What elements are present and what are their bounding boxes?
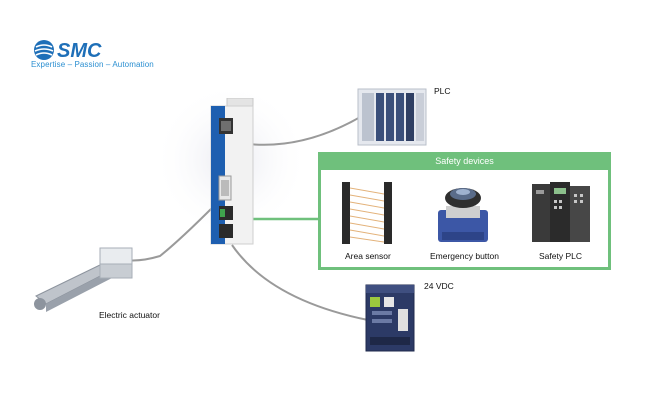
plc-device: [357, 88, 427, 146]
emergency-button-device: [438, 188, 488, 242]
area-sensor-label: Area sensor: [345, 251, 391, 261]
plc-label: PLC: [434, 86, 451, 96]
power-supply-device: [365, 284, 415, 352]
controller-unit: [210, 98, 254, 245]
emergency-button-label: Emergency button: [430, 251, 499, 261]
actuator-label: Electric actuator: [99, 310, 160, 320]
area-sensor-device: [342, 182, 392, 244]
svg-text:SMC: SMC: [57, 40, 102, 61]
power-label: 24 VDC: [424, 281, 454, 291]
cable-actuator: [124, 204, 216, 262]
safety-plc-label: Safety PLC: [539, 251, 582, 261]
safety-devices-title: Safety devices: [318, 152, 611, 170]
brand-tagline: Expertise – Passion – Automation: [31, 60, 154, 69]
cable-power: [231, 244, 369, 321]
electric-actuator-device: [34, 247, 133, 312]
safety-plc-device: [532, 182, 590, 242]
smc-logo: SMC: [34, 40, 102, 61]
